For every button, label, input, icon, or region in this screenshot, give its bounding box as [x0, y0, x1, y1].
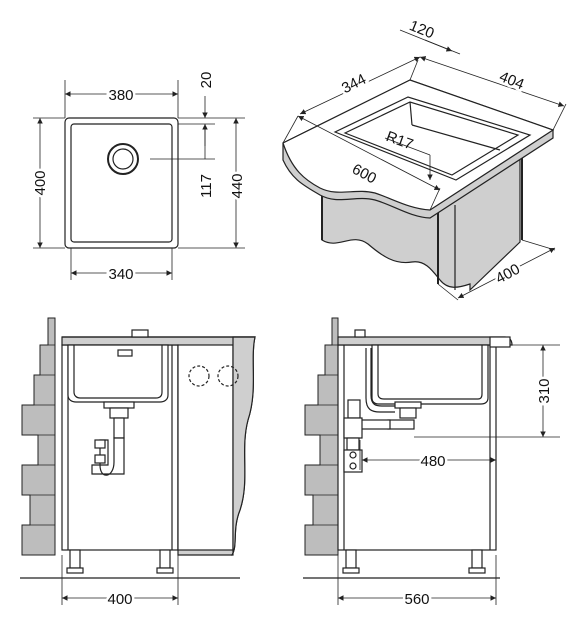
dim-label-120: 120: [407, 17, 437, 42]
top-view: 380 340 400 20 117 440: [30, 72, 249, 286]
dim-label-310: 310: [536, 378, 553, 403]
dim-line-404: [419, 56, 565, 107]
sink-inner-bowl: [70, 123, 173, 243]
dim-label-400-top: 400: [32, 170, 49, 195]
countertop-side: [337, 336, 513, 346]
drain-outer: [107, 143, 139, 175]
isometric-view: 120 344 404 R17 600 400: [282, 17, 567, 301]
dim-label-440: 440: [229, 173, 246, 198]
dim-label-400-iso: 400: [493, 261, 523, 288]
front-view: 400: [20, 317, 256, 611]
dim-label-404: 404: [497, 68, 527, 93]
dim-line-400-iso: [457, 247, 556, 299]
drain-inner: [112, 148, 134, 170]
dim-label-480: 480: [420, 453, 445, 470]
dim-line-600: [297, 115, 441, 191]
sink-bowl-front: [67, 344, 169, 403]
sink-outer-rim: [64, 117, 179, 249]
side-view: 310 480 560: [303, 317, 560, 611]
dim-label-117: 117: [198, 174, 215, 198]
dim-line-344: [299, 56, 421, 115]
pipe-hole-2: [217, 365, 239, 387]
dim-label-340: 340: [108, 266, 133, 283]
pipe-hole-1: [188, 365, 210, 387]
dim-label-560: 560: [404, 591, 429, 608]
brick-wall-front: [21, 317, 56, 556]
dim-label-400-front: 400: [107, 591, 132, 608]
sink-bowl-side: [371, 344, 489, 405]
dim-label-20: 20: [198, 72, 215, 89]
dim-label-380: 380: [108, 87, 133, 104]
brick-wall-side: [304, 317, 339, 556]
